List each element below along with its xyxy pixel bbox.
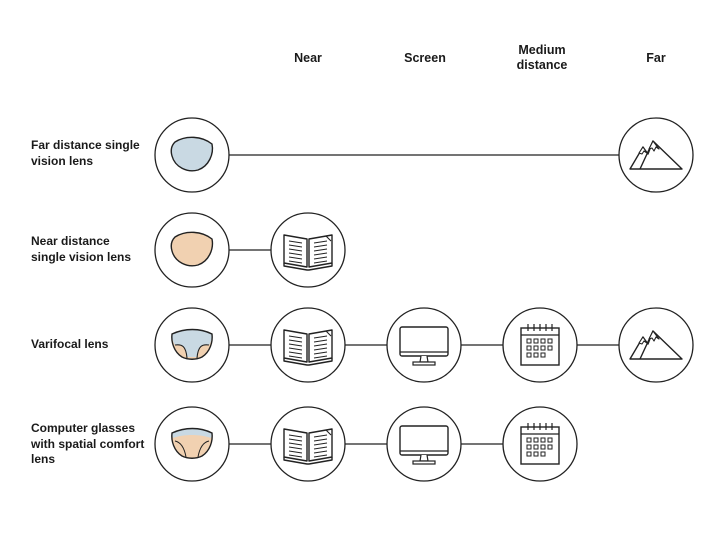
diagram-row xyxy=(154,117,694,193)
open-book-icon xyxy=(270,212,346,288)
open-book-icon xyxy=(270,406,346,482)
varifocal-lens-icon xyxy=(154,307,230,383)
calendar-icon xyxy=(502,307,578,383)
computer-monitor-icon xyxy=(386,406,462,482)
spatial-comfort-lens-icon xyxy=(154,406,230,482)
column-heading-far: Far xyxy=(646,51,666,65)
diagram-row xyxy=(154,307,694,383)
column-heading-near: Near xyxy=(294,51,322,65)
column-heading-medium-distance: Medium distance xyxy=(516,43,568,72)
near-single-vision-lens-icon xyxy=(154,212,230,288)
far-single-vision-lens-icon xyxy=(154,117,230,193)
row-label-varifocal: Varifocal lens xyxy=(31,337,109,351)
diagram-row xyxy=(154,212,346,288)
row-label-far-distance-single-vision: Far distance single vision lens xyxy=(31,138,140,168)
row-label-near-distance-single-vision: Near distance single vision lens xyxy=(31,234,132,264)
calendar-icon xyxy=(502,406,578,482)
mountains-icon xyxy=(618,117,694,193)
column-heading-screen: Screen xyxy=(404,51,446,65)
computer-monitor-icon xyxy=(386,307,462,383)
mountains-icon xyxy=(618,307,694,383)
open-book-icon xyxy=(270,307,346,383)
row-label-computer-glasses: Computer glasses with spatial comfort le… xyxy=(31,421,145,466)
diagram-row xyxy=(154,406,578,482)
